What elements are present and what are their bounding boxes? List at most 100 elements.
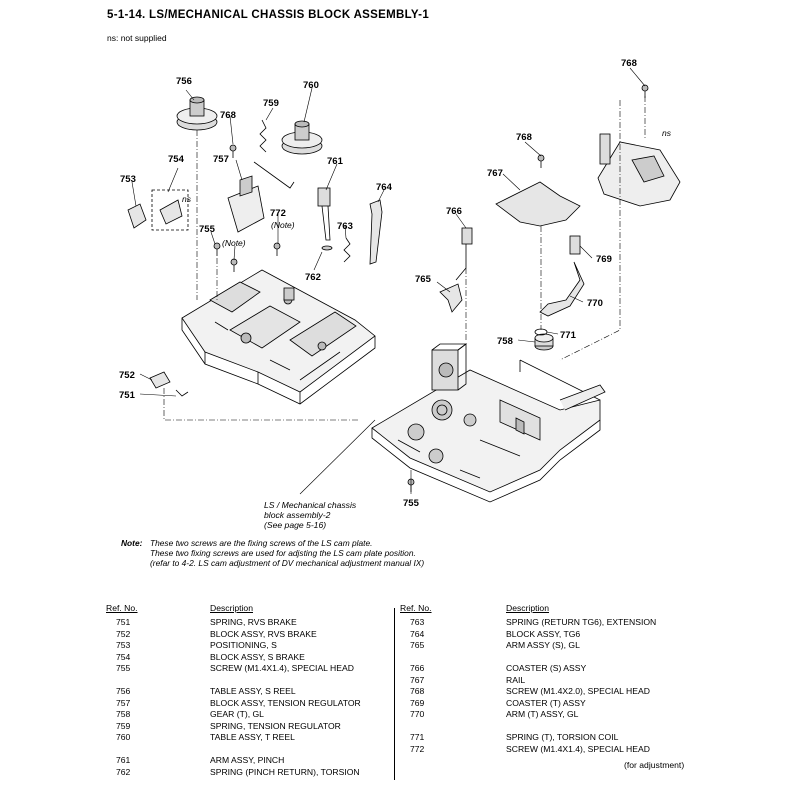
callout-767: 767 [487, 168, 503, 179]
description-header: Description [210, 603, 253, 613]
description: SPRING (PINCH RETURN), TORSION [210, 766, 360, 777]
ref-no: 766 [410, 663, 425, 673]
ref-no: 762 [116, 766, 131, 777]
description-header: Description [506, 603, 549, 613]
callout-772-a: 772 [270, 208, 286, 219]
right-top-assembly [597, 133, 681, 207]
description: GEAR (T), GL [210, 709, 264, 719]
ref-no: 772 [410, 743, 425, 754]
table-spacer [106, 744, 396, 756]
description: TABLE ASSY, S REEL [210, 686, 296, 696]
ref-no: 771 [410, 732, 425, 742]
chassis-ref-line: (See page 5-16) [264, 520, 327, 530]
parts-table-left: Ref. No. Description 751 SPRING, RVS BRAK… [106, 603, 396, 778]
description: BLOCK ASSY, TG6 [506, 628, 581, 639]
ref-no: 764 [410, 628, 425, 639]
description: SCREW (M1.4X2.0), SPECIAL HEAD [506, 686, 650, 696]
s-reel-table [176, 96, 218, 131]
callout-761: 761 [327, 156, 344, 167]
callout-763: 763 [337, 221, 353, 232]
table-row: 752 BLOCK ASSY, RVS BRAKE [106, 629, 396, 641]
table-row: 771 SPRING (T), TORSION COIL [400, 732, 700, 744]
callout-756: 756 [176, 76, 192, 87]
description: SPRING (T), TORSION COIL [506, 732, 619, 742]
description: SPRING (RETURN TG6), EXTENSION [506, 617, 657, 627]
description: ARM (T) ASSY, GL [506, 709, 579, 719]
t-arm-assy [539, 261, 585, 317]
note-label-a: (Note) [271, 220, 295, 230]
screws [213, 84, 649, 492]
ref-no: 752 [116, 628, 131, 639]
s-arm-assy [439, 283, 463, 313]
ref-no: 768 [410, 686, 425, 696]
callout-765: 765 [415, 274, 432, 285]
description: SPRING, RVS BRAKE [210, 617, 297, 627]
table-row: 772 SCREW (M1.4X1.4), SPECIAL HEAD [400, 744, 700, 756]
table-row: 768 SCREW (M1.4X2.0), SPECIAL HEAD [400, 686, 700, 698]
rvs-brake-spring [175, 389, 189, 397]
chassis-ref-line: block assembly-2 [264, 510, 331, 520]
rvs-brake-block [149, 371, 171, 389]
description: COASTER (S) ASSY [506, 663, 587, 673]
ref-no: 760 [116, 732, 131, 742]
ref-no: 767 [410, 674, 425, 685]
table-spacer [106, 675, 396, 687]
right-chassis-frame [371, 343, 606, 503]
callout-759: 759 [263, 98, 279, 109]
ref-no: 756 [116, 686, 131, 696]
ns-note: ns: not supplied [107, 33, 167, 43]
description: RAIL [506, 674, 526, 685]
callout-751: 751 [119, 390, 136, 401]
description: SPRING, TENSION REGULATOR [210, 720, 341, 731]
description: SCREW (M1.4X1.4), SPECIAL HEAD [506, 743, 650, 754]
description: TABLE ASSY, T REEL [210, 732, 295, 742]
callout-771: 771 [560, 330, 577, 341]
ref-no: 754 [116, 651, 131, 662]
table-divider [394, 608, 395, 780]
t-gear [534, 333, 554, 351]
ref-no-header: Ref. No. [106, 603, 138, 613]
rail [495, 181, 581, 227]
s-brake-dashed-box [151, 189, 189, 231]
callout-754: 754 [168, 154, 185, 165]
callout-764: 764 [376, 182, 393, 193]
page-title: 5-1-14. LS/MECHANICAL CHASSIS BLOCK ASSE… [107, 9, 430, 21]
callout-755-a: 755 [199, 224, 216, 235]
table-row: 756 TABLE ASSY, S REEL [106, 686, 396, 698]
note-label-b: (Note) [222, 238, 246, 248]
description: BLOCK ASSY, RVS BRAKE [210, 628, 317, 639]
ref-no: 759 [116, 720, 131, 731]
note-heading: Note: [121, 538, 143, 548]
ref-no: 757 [116, 697, 131, 708]
coaster-t [569, 235, 581, 255]
t-reel-table [281, 120, 323, 155]
leader-lines [131, 67, 646, 495]
callout-752: 752 [119, 370, 135, 381]
tension-regulator-block [227, 161, 295, 233]
table-row: 760 TABLE ASSY, T REEL [106, 732, 396, 744]
description: ARM ASSY, PINCH [210, 755, 285, 765]
ref-no: 769 [410, 697, 425, 708]
adjustment-note: (for adjustment) [624, 760, 685, 770]
callout-768-b: 768 [621, 58, 637, 69]
ref-no: 751 [116, 617, 131, 627]
table-spacer [400, 652, 700, 664]
table-spacer [400, 721, 700, 733]
table-row: 759 SPRING, TENSION REGULATOR [106, 721, 396, 733]
note-line: These two screws are the fixing screws o… [150, 538, 373, 548]
chassis-ref-line: LS / Mechanical chassis [264, 500, 357, 510]
callout-labels: 756 768 759 760 754 753 757 761 764 772 … [119, 58, 672, 509]
ref-no: 763 [410, 617, 425, 627]
table-row: 761 ARM ASSY, PINCH [106, 755, 396, 767]
ref-no: 761 [116, 755, 131, 765]
callout-760: 760 [303, 80, 319, 91]
description: POSITIONING, S [210, 640, 277, 650]
